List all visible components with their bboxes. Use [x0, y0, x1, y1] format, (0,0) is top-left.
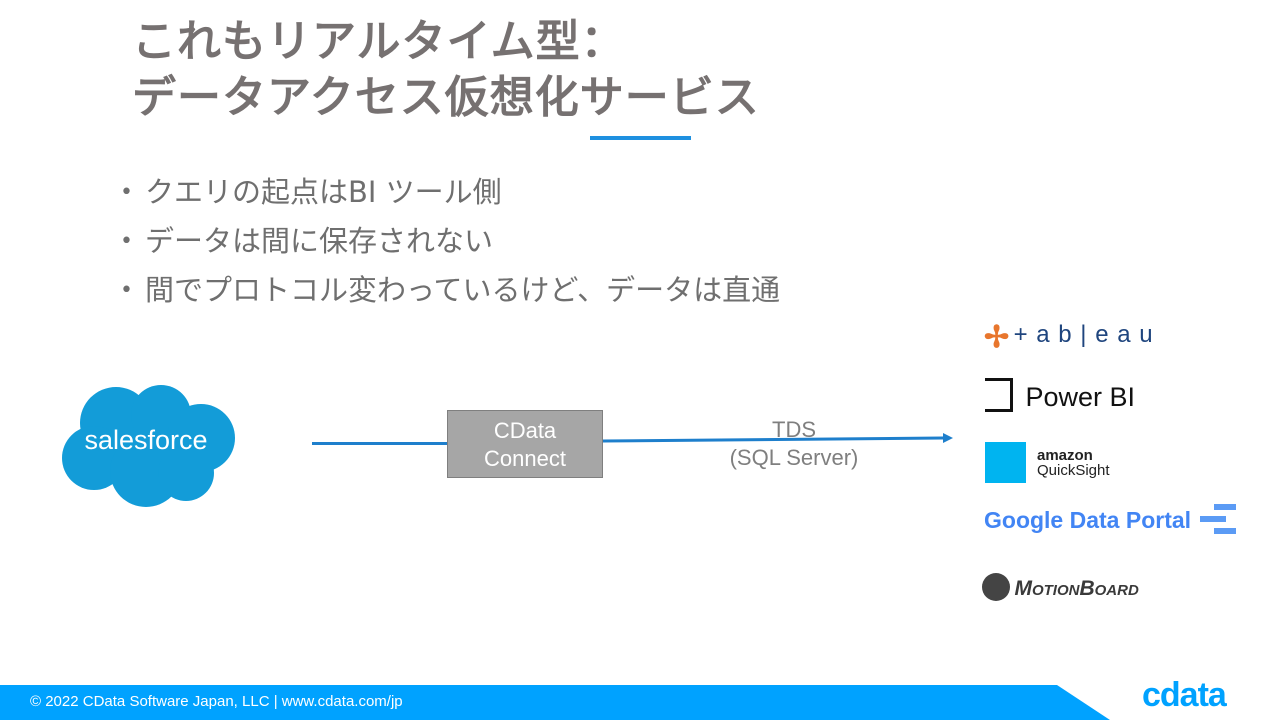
protocol-label: TDS (SQL Server) [700, 416, 888, 472]
google-data-portal-logo: Google Data Portal [984, 504, 1236, 534]
connector-line-left [312, 442, 448, 445]
quicksight-text-2: QuickSight [1037, 462, 1110, 479]
google-text: Google Data Portal [984, 507, 1192, 533]
motionboard-logo: MotionBoard [982, 573, 1139, 601]
motionboard-text: MotionBoard [1014, 577, 1139, 600]
tableau-icon: ✢ [984, 321, 1010, 354]
bullet-item: クエリの起点はBI ツール側 [120, 168, 780, 217]
box-label-1: CData [493, 418, 557, 443]
footer-bar [0, 685, 1110, 720]
box-label-2: Connect [484, 446, 566, 471]
bullet-list: クエリの起点はBI ツール側 データは間に保存されない 間でプロトコル変わってい… [120, 168, 780, 315]
cdata-logo: cdata [1142, 676, 1227, 714]
data-portal-icon [1199, 504, 1236, 534]
slide-title: これもリアルタイム型： データアクセス仮想化サービス [132, 14, 760, 126]
quicksight-text-1: amazon [1037, 447, 1093, 464]
tableau-logo: ✢ + a b | e a u [984, 320, 1154, 355]
title-line-2: データアクセス仮想化サービス [132, 72, 760, 123]
bullet-item: 間でプロトコル変わっているけど、データは直通 [120, 266, 780, 315]
footer-copyright: © 2022 CData Software Japan, LLC | www.c… [30, 693, 403, 710]
salesforce-logo: salesforce [56, 383, 236, 509]
protocol-detail: (SQL Server) [729, 445, 859, 470]
quicksight-logo: amazon QuickSight [985, 442, 1110, 488]
tableau-text: + a b | e a u [1013, 321, 1154, 348]
powerbi-icon [985, 378, 1013, 412]
quicksight-icon [985, 442, 1026, 483]
salesforce-label: salesforce [84, 425, 208, 455]
powerbi-logo: Power BI [985, 378, 1135, 413]
bullet-item: データは間に保存されない [120, 217, 780, 266]
powerbi-text: Power BI [1025, 382, 1135, 412]
arrow-to-bi [603, 433, 953, 443]
title-line-1: これもリアルタイム型： [132, 16, 626, 67]
title-underline [590, 136, 691, 140]
cdata-connect-box: CData Connect [447, 410, 603, 478]
motionboard-icon [982, 573, 1010, 601]
protocol-name: TDS [772, 417, 816, 442]
